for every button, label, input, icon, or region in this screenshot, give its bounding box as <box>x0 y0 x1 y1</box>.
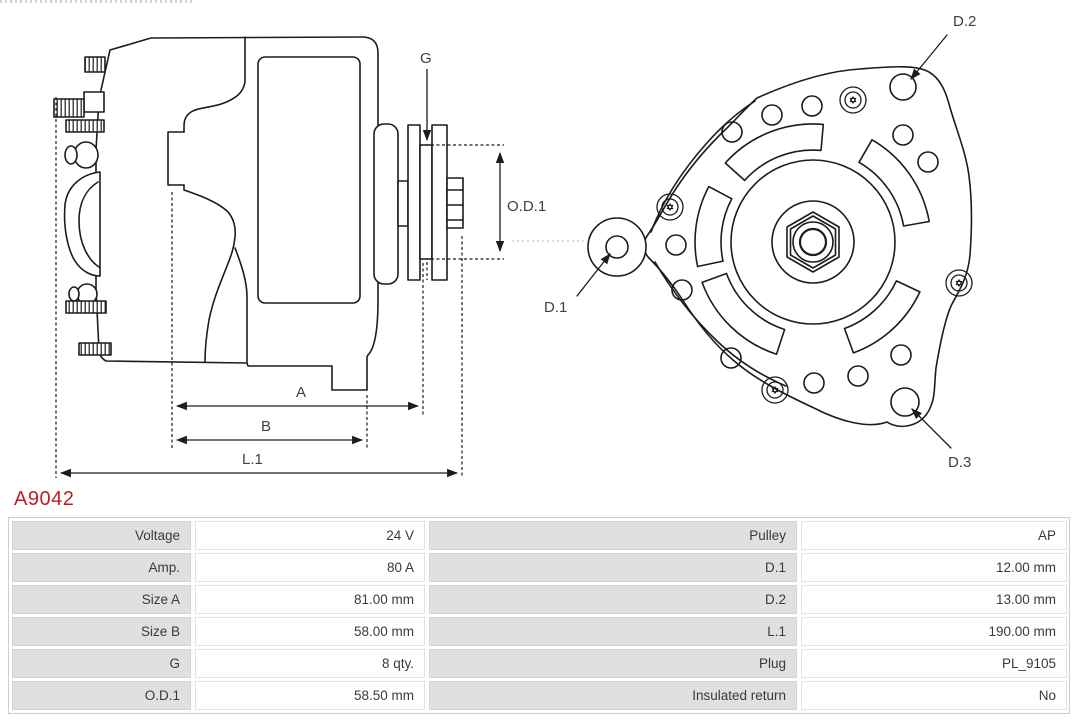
stud-strip-2 <box>65 300 107 314</box>
mounting-ear-d1 <box>587 217 647 277</box>
vent-slots <box>694 123 930 355</box>
spec-row: Voltage 24 V Pulley AP <box>12 521 1067 550</box>
front-view <box>576 34 973 449</box>
stud-strip-1 <box>65 119 105 133</box>
spec-label-pulley: Pulley <box>429 521 797 550</box>
dim-label-d1: D.1 <box>544 299 567 316</box>
mounting-hole-d3 <box>890 387 920 417</box>
dim-label-a: A <box>296 384 306 401</box>
spec-table: Voltage 24 V Pulley AP Amp. 80 A D.1 12.… <box>8 517 1070 714</box>
side-view-body <box>95 36 379 391</box>
spec-label-l1: L.1 <box>429 617 797 646</box>
leader-d1 <box>576 253 611 297</box>
stud-top <box>84 56 106 73</box>
spec-label-d1: D.1 <box>429 553 797 582</box>
spec-value-insulated-return: No <box>801 681 1067 710</box>
part-number: A9042 <box>14 488 75 510</box>
dim-label-d3: D.3 <box>948 454 971 471</box>
vent-holes <box>665 95 939 394</box>
dim-label-b: B <box>261 418 271 435</box>
rivets <box>656 86 973 404</box>
front-view-body <box>643 65 973 428</box>
stud-b-plus <box>53 98 85 118</box>
spec-value-amp: 80 A <box>195 553 425 582</box>
spec-row: Amp. 80 A D.1 12.00 mm <box>12 553 1067 582</box>
dim-label-od1: O.D.1 <box>507 198 546 215</box>
dim-label-d2: D.2 <box>953 13 976 30</box>
spec-label-plug: Plug <box>429 649 797 678</box>
shaft-nut <box>730 159 896 325</box>
spec-value-d1: 12.00 mm <box>801 553 1067 582</box>
leader-d2 <box>910 34 948 80</box>
technical-drawing: G O.D.1 A B L.1 <box>53 13 976 478</box>
spec-value-pulley: AP <box>801 521 1067 550</box>
spec-value-l1: 190.00 mm <box>801 617 1067 646</box>
spec-label-d2: D.2 <box>429 585 797 614</box>
cropped-logo-remnant <box>0 0 192 3</box>
spec-value-g: 8 qty. <box>195 649 425 678</box>
spec-label-od1: O.D.1 <box>12 681 191 710</box>
spec-row: O.D.1 58.50 mm Insulated return No <box>12 681 1067 710</box>
pulley-groove-section <box>419 144 433 260</box>
spec-label-g: G <box>12 649 191 678</box>
spec-value-d2: 13.00 mm <box>801 585 1067 614</box>
spec-value-plug: PL_9105 <box>801 649 1067 678</box>
dim-label-l1: L.1 <box>242 451 263 468</box>
spec-row: G 8 qty. Plug PL_9105 <box>12 649 1067 678</box>
pulley-flange-left <box>407 124 421 281</box>
spec-label-amp: Amp. <box>12 553 191 582</box>
spec-label-voltage: Voltage <box>12 521 191 550</box>
spec-label-insulated-return: Insulated return <box>429 681 797 710</box>
spec-label-size-a: Size A <box>12 585 191 614</box>
pulley <box>373 123 464 285</box>
spec-value-od1: 58.50 mm <box>195 681 425 710</box>
spec-row: Size B 58.00 mm L.1 190.00 mm <box>12 617 1067 646</box>
terminal-cover <box>63 171 101 277</box>
spec-row: Size A 81.00 mm D.2 13.00 mm <box>12 585 1067 614</box>
spec-value-size-a: 81.00 mm <box>195 585 425 614</box>
dimensions <box>55 69 584 478</box>
terminal-block <box>83 91 105 113</box>
pulley-flange-right <box>431 124 448 281</box>
spec-label-size-b: Size B <box>12 617 191 646</box>
leader-d3 <box>911 408 952 449</box>
spec-value-size-b: 58.00 mm <box>195 617 425 646</box>
stud-strip-3 <box>78 342 112 356</box>
side-view <box>53 36 464 391</box>
mounting-hole-d2 <box>889 73 917 101</box>
dim-label-g: G <box>420 50 432 67</box>
spec-value-voltage: 24 V <box>195 521 425 550</box>
mounting-hole-d1 <box>605 235 629 259</box>
alternator-drawing-svg: G O.D.1 A B L.1 <box>53 13 976 478</box>
